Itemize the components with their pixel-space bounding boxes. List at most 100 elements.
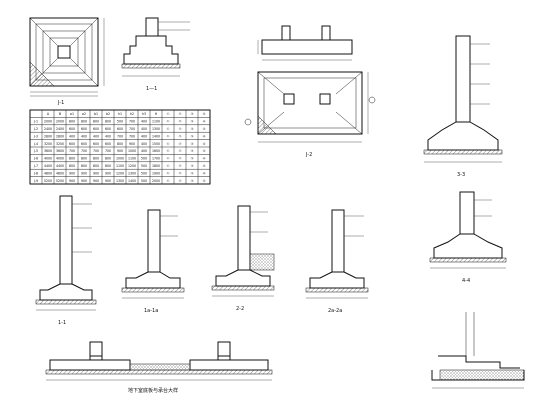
table-cell: J-5 — [33, 149, 38, 153]
table-cell: 900 — [105, 179, 111, 183]
table-cell: ② — [179, 134, 182, 138]
table-header-cell: b1 — [94, 112, 98, 116]
table-cell: ④ — [203, 134, 206, 138]
bottom-right-detail — [431, 312, 525, 389]
table-header-cell: h2 — [130, 112, 134, 116]
table-cell: 4800 — [56, 171, 64, 175]
table-cell: ① — [167, 149, 170, 153]
table-cell: 400 — [141, 120, 147, 124]
table-cell: 700 — [129, 134, 135, 138]
table-cell: 800 — [69, 120, 75, 124]
table-cell: 600 — [93, 127, 99, 131]
table-cell: 800 — [93, 120, 99, 124]
table-cell: J-8 — [33, 171, 38, 175]
bottom-detail-caption: 地下室底板与承台大样 — [128, 387, 178, 394]
table-cell: 700 — [81, 149, 87, 153]
table-header-cell: a2 — [82, 112, 86, 116]
table-cell: 700 — [117, 134, 123, 138]
table-cell: 900 — [81, 171, 87, 175]
table-cell: 800 — [81, 120, 87, 124]
table-cell: ① — [167, 164, 170, 168]
table-cell: 800 — [69, 157, 75, 161]
j1-foundation-plan: J-1 — [29, 17, 105, 106]
table-cell: 400 — [81, 134, 87, 138]
table-cell: 800 — [81, 164, 87, 168]
table-cell: 900 — [93, 179, 99, 183]
j2-plan-label: J-2 — [305, 152, 312, 158]
table-cell: 600 — [93, 142, 99, 146]
table-cell: J-9 — [33, 179, 38, 183]
section-4-4: 4-4 — [429, 191, 507, 284]
section-2-2: 2-2 — [211, 205, 275, 312]
table-header-cell: B — [59, 112, 61, 116]
table-cell: ① — [167, 157, 170, 161]
table-cell: 500 — [141, 157, 147, 161]
table-cell: 400 — [141, 142, 147, 146]
table-cell: 900 — [105, 171, 111, 175]
table-cell: 1300 — [128, 171, 136, 175]
table-cell: 1100 — [128, 157, 136, 161]
table-cell: 800 — [81, 157, 87, 161]
table-header-cell: ④ — [203, 112, 206, 116]
table-header-cell: A — [47, 112, 50, 116]
table-cell: 2400 — [44, 127, 52, 131]
table-cell: 500 — [141, 179, 147, 183]
table-cell: ③ — [191, 120, 194, 124]
table-cell: ① — [167, 142, 170, 146]
table-cell: ② — [179, 179, 182, 183]
table-cell: ① — [167, 127, 170, 131]
table-cell: 2400 — [56, 127, 64, 131]
table-cell: ④ — [203, 142, 206, 146]
table-cell: 4800 — [44, 171, 52, 175]
j1-plan-label: J-1 — [57, 100, 64, 106]
table-cell: 1400 — [152, 134, 160, 138]
table-cell: 800 — [105, 164, 111, 168]
table-cell: 800 — [117, 142, 123, 146]
table-cell: 900 — [129, 142, 135, 146]
table-cell: 1200 — [128, 164, 136, 168]
table-cell: 700 — [129, 127, 135, 131]
table-cell: ① — [167, 179, 170, 183]
table-cell: 700 — [129, 120, 135, 124]
table-cell: J-4 — [33, 142, 38, 146]
section-3-3: 3-3 — [423, 35, 503, 178]
table-cell: ④ — [203, 127, 206, 131]
table-cell: 3200 — [44, 142, 52, 146]
s4-label: 4-4 — [462, 278, 470, 284]
table-cell: 400 — [141, 134, 147, 138]
table-cell: ④ — [203, 164, 206, 168]
table-cell: 1900 — [152, 171, 160, 175]
table-cell: 400 — [105, 134, 111, 138]
table-cell: 800 — [93, 157, 99, 161]
table-cell: 2800 — [56, 134, 64, 138]
table-cell: 1100 — [152, 120, 160, 124]
table-cell: ② — [179, 171, 182, 175]
table-cell: 800 — [105, 157, 111, 161]
table-cell: 700 — [93, 149, 99, 153]
table-cell: ④ — [203, 179, 206, 183]
table-header-cell: a1 — [70, 112, 74, 116]
table-cell: ③ — [191, 179, 194, 183]
table-cell: 1100 — [116, 164, 124, 168]
table-cell: ② — [179, 164, 182, 168]
table-cell: 1800 — [152, 164, 160, 168]
table-cell: J-7 — [33, 164, 38, 168]
table-cell: J-3 — [33, 134, 38, 138]
section-1a-1a: 1a-1a — [121, 209, 185, 314]
table-cell: 600 — [117, 127, 123, 131]
s3-label: 3-3 — [457, 172, 465, 178]
s2a-label: 2a-2a — [328, 308, 342, 314]
table-cell: 500 — [141, 171, 147, 175]
table-cell: 1400 — [128, 179, 136, 183]
table-cell: 1000 — [128, 149, 136, 153]
table-cell: 400 — [141, 149, 147, 153]
table-header-cell: ② — [179, 112, 182, 116]
table-cell: 5200 — [44, 179, 52, 183]
table-cell: 3600 — [44, 149, 52, 153]
s1-label: 1-1 — [58, 320, 66, 326]
table-header-cell: h1 — [118, 112, 122, 116]
basement-slab-detail: 地下室底板与承台大样 — [45, 341, 273, 394]
table-cell: 2000 — [44, 120, 52, 124]
table-header-cell: ① — [167, 112, 170, 116]
